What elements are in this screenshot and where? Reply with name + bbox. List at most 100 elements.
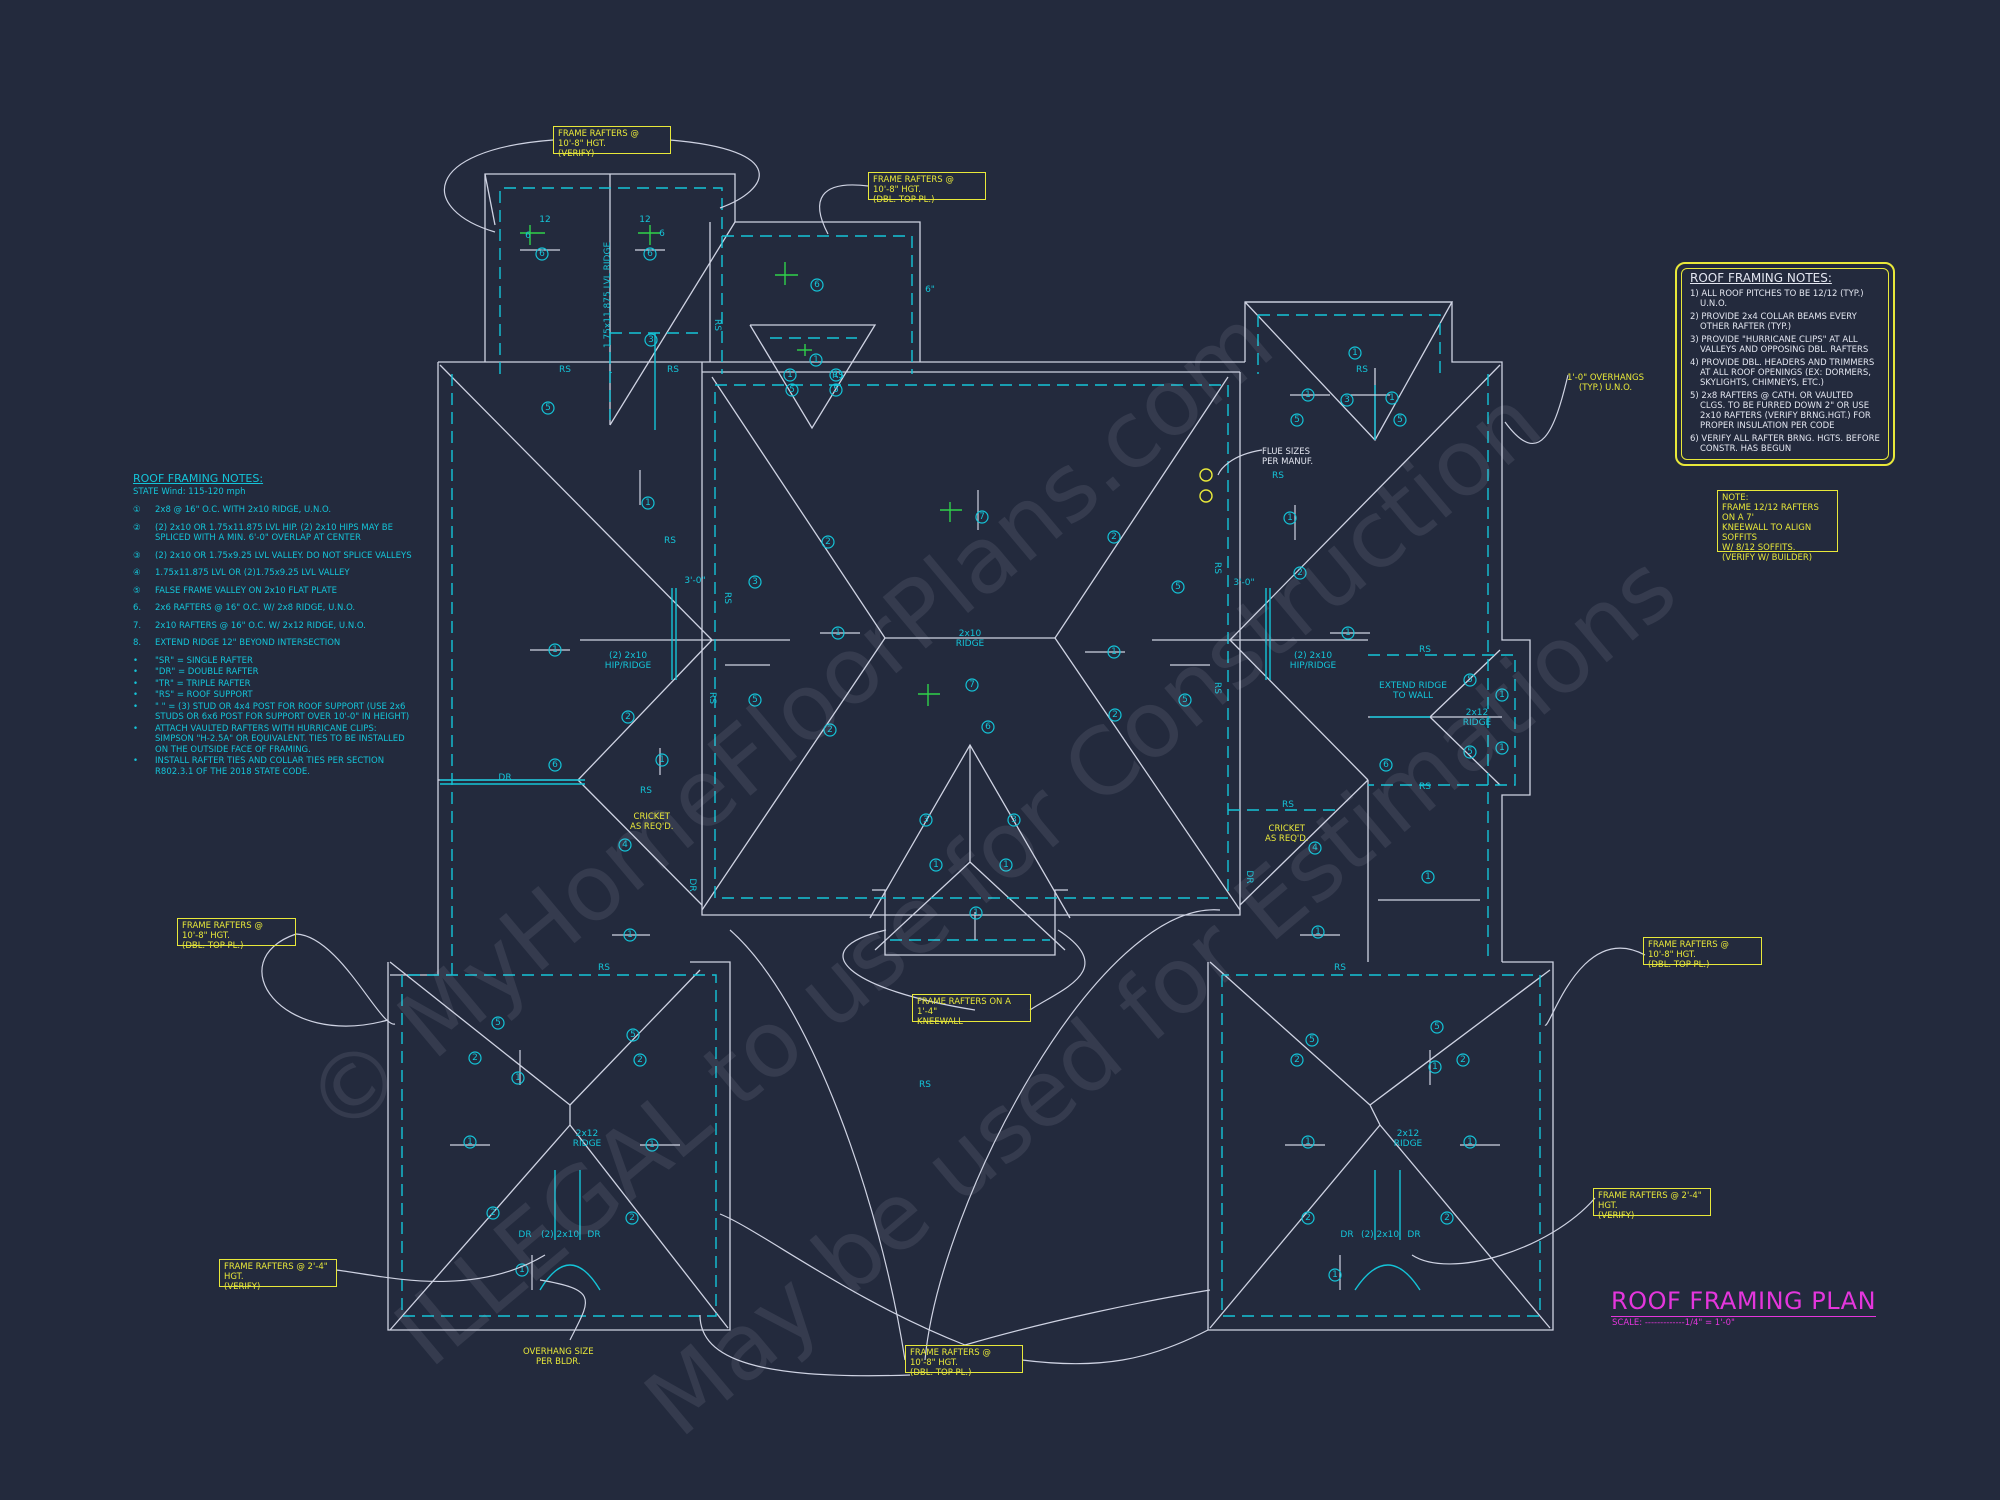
rafter-direction-arrows [450,249,1500,1290]
svg-text:DR: DR [587,1230,600,1240]
left-note-symbol: 6. [133,603,142,613]
ridge-label: HIP/RIDGE [1290,661,1337,671]
svg-text:RS: RS [707,692,717,704]
svg-text:2: 2 [637,1055,643,1065]
svg-text:2: 2 [490,1208,496,1218]
svg-text:3: 3 [648,335,654,345]
svg-text:1: 1 [1352,348,1358,358]
svg-text:5: 5 [789,385,795,395]
svg-text:1: 1 [1389,393,1395,403]
svg-text:1: 1 [645,498,651,508]
svg-text:RS: RS [559,365,571,375]
left-note-bullet: •" " = (3) STUD OR 4x4 POST FOR ROOF SUP… [133,701,410,723]
left-note-bullet: •"TR" = TRIPLE RAFTER [133,678,251,689]
svg-text:1: 1 [1332,1270,1338,1280]
svg-text:4: 4 [1312,843,1318,853]
svg-text:1: 1 [973,908,979,918]
svg-text:1: 1 [1315,927,1321,937]
ridge-label: RIDGE [573,1139,602,1149]
svg-text:5: 5 [1309,1035,1315,1045]
left-note-item: ③ (2) 2x10 OR 1.75x9.25 LVL VALLEY. DO NO… [133,551,418,562]
wall-dash-lines [401,187,1541,1317]
ridge-label: RIDGE [1394,1139,1423,1149]
svg-text:4: 4 [622,840,628,850]
left-note-symbol: ⑤ [133,585,141,596]
left-note-text: EXTEND RIDGE 12" BEYOND INTERSECTION [155,638,341,648]
svg-text:1: 1 [519,1265,525,1275]
svg-text:1: 1 [933,860,939,870]
svg-text:5: 5 [630,1030,636,1040]
svg-text:2: 2 [625,712,631,722]
svg-text:RS: RS [1356,365,1368,375]
svg-text:1: 1 [1305,390,1311,400]
svg-text:DR: DR [1340,1230,1353,1240]
svg-text:DR: DR [1407,1230,1420,1240]
left-notes-heading: ROOF FRAMING NOTES: [133,472,264,485]
svg-text:1: 1 [515,1073,521,1083]
svg-text:5: 5 [1175,582,1181,592]
note-cricket-left: CRICKET AS REQ'D. [630,812,674,832]
left-note-symbol: ③ [133,550,141,561]
svg-text:DR: DR [518,1230,531,1240]
svg-text:1: 1 [833,370,839,380]
svg-text:1: 1 [1287,513,1293,523]
svg-text:7: 7 [969,680,975,690]
ridge-label: EXTEND RIDGE [1379,681,1447,691]
ridge-label: RIDGE [956,639,985,649]
svg-text:1: 1 [813,355,819,365]
svg-text:(2) 2x10: (2) 2x10 [1361,1230,1399,1240]
svg-text:RS: RS [1334,963,1346,973]
svg-text:5: 5 [545,403,551,413]
svg-text:2: 2 [1112,710,1118,720]
framing-members [440,333,1430,1291]
left-note-bullet: •"SR" = SINGLE RAFTER [133,655,253,666]
left-note-bullet: •"DR" = DOUBLE RAFTER [133,667,259,677]
svg-text:1: 1 [1345,628,1351,638]
svg-text:RS: RS [664,536,676,546]
right-note-item: 6) VERIFY ALL RAFTER BRNG. HGTS. BEFORE … [1690,434,1880,454]
note-cricket-right: CRICKET AS REQ'D. [1265,824,1309,844]
flue-circles [1199,468,1213,503]
left-note-text: FALSE FRAME VALLEY ON 2x10 FLAT PLATE [155,585,337,596]
svg-text:6": 6" [925,285,935,295]
svg-text:RS: RS [1419,782,1431,792]
svg-text:5: 5 [833,385,839,395]
svg-text:DR: DR [498,773,511,783]
svg-text:5: 5 [1434,1022,1440,1032]
right-note-item: 3) PROVIDE "HURRICANE CLIPS" AT ALL VALL… [1690,335,1869,355]
left-note-item: ⑤ FALSE FRAME VALLEY ON 2x10 FLAT PLATE [133,586,418,597]
svg-text:2: 2 [825,537,831,547]
svg-text:RS: RS [667,365,679,375]
svg-text:2: 2 [1305,1213,1311,1223]
left-roof-framing-notes: ROOF FRAMING NOTES: STATE Wind: 115-120 … [133,472,418,778]
left-note-text: (2) 2x10 OR 1.75x9.25 LVL VALLEY. DO NOT… [155,550,412,561]
member-labels: RS RS RS RS RS RS RS RS RS RS RS RS RS R… [498,242,1431,1240]
svg-text:5: 5 [752,695,758,705]
svg-text:RS: RS [1282,800,1294,810]
ridge-label: 2x12 [1397,1129,1420,1139]
svg-text:1: 1 [552,645,558,655]
left-note-text: (2) 2x10 OR 1.75x11.875 LVL HIP. (2) 2x1… [155,522,393,544]
pitch-numbers: 12 6 12 6 [525,215,665,241]
svg-text:(2) 2x10: (2) 2x10 [541,1230,579,1240]
note-kneewall-1-4: FRAME RAFTERS ON A 1'-4" KNEEWALL [912,994,1031,1027]
right-note-item: 2) PROVIDE 2x4 COLLAR BEAMS EVERY OTHER … [1690,312,1857,332]
note-kneewall-soffits: NOTE: FRAME 12/12 RAFTERS ON A 7' KNEEWA… [1717,490,1838,563]
svg-text:1: 1 [1499,743,1505,753]
svg-text:RS: RS [712,319,722,331]
ridge-label: 2x12 [1466,708,1489,718]
left-note-item: 6.2x6 RAFTERS @ 16" O.C. W/ 2x8 RIDGE, U… [133,603,418,614]
svg-text:5: 5 [1467,675,1473,685]
svg-text:5: 5 [495,1018,501,1028]
svg-text:6: 6 [1383,760,1389,770]
svg-text:7: 7 [979,512,985,522]
left-note-symbol: ① [133,505,141,515]
note-flue-sizes: FLUE SIZES PER MANUF. [1262,447,1314,467]
pitch-symbols [520,225,962,706]
note-frame-rafters-verify: FRAME RAFTERS @ 10'-8" HGT. (VERIFY) [553,126,671,159]
svg-text:5: 5 [1397,415,1403,425]
